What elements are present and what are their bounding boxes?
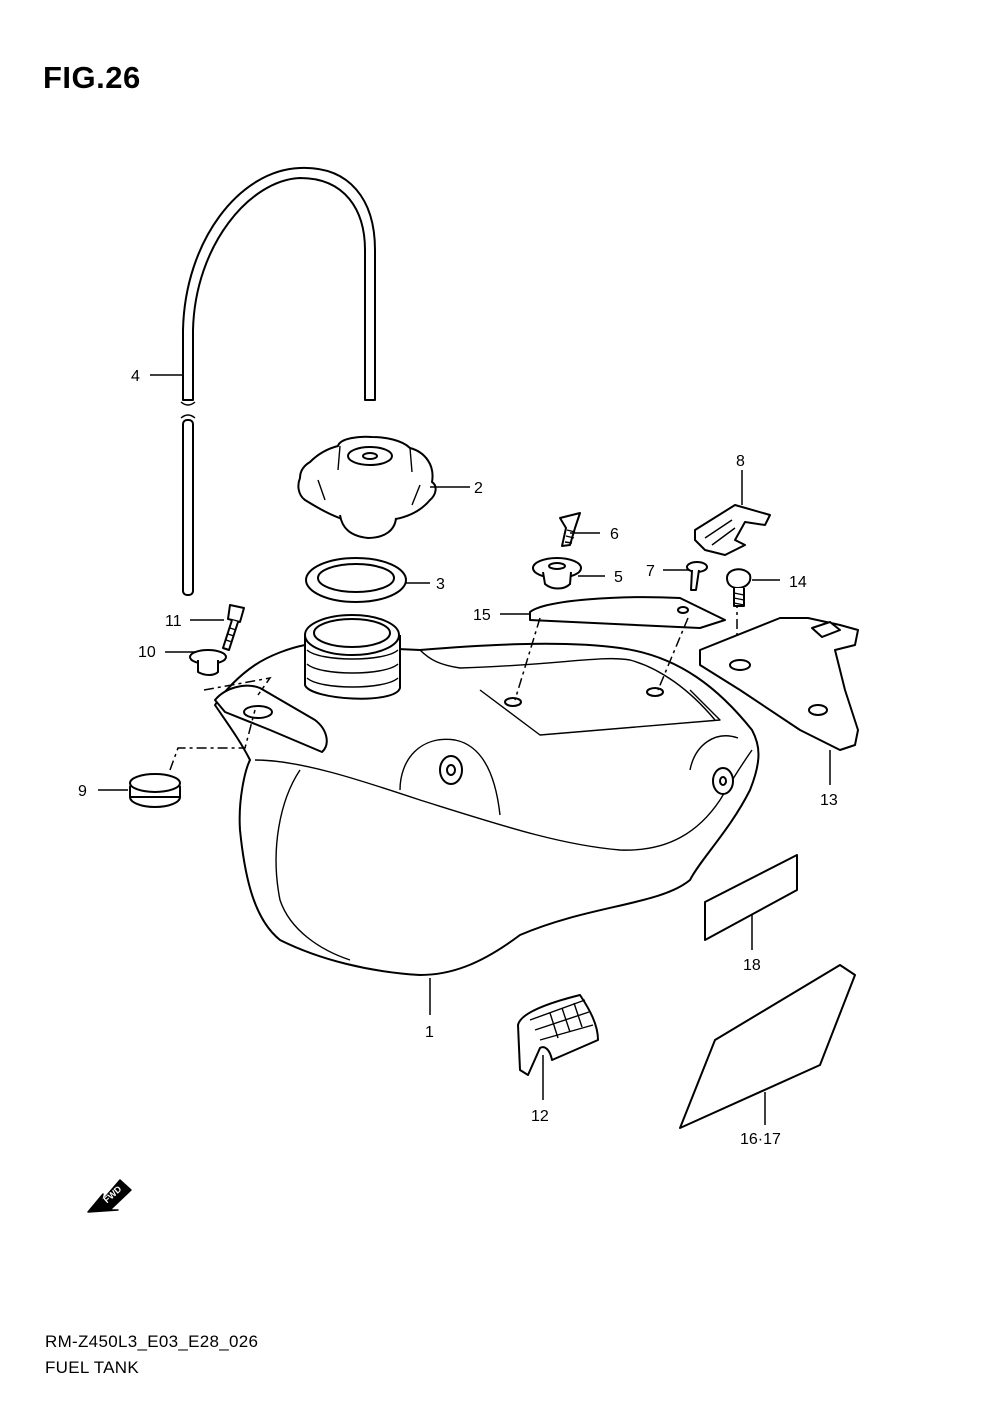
callout-16-17: 16·17 (740, 1131, 781, 1148)
callout-11: 11 (165, 613, 182, 630)
callout-6: 6 (610, 526, 619, 543)
callout-4: 4 (131, 368, 140, 385)
callout-8: 8 (736, 453, 745, 470)
callout-2: 2 (474, 480, 483, 497)
cushion-part-5 (532, 557, 582, 590)
callout-14: 14 (789, 574, 807, 591)
callout-18: 18 (743, 957, 761, 974)
callout-5: 5 (614, 569, 623, 586)
label-part-16-17 (679, 964, 856, 1129)
label-part-18 (704, 854, 798, 941)
clip-part-8 (694, 504, 771, 556)
bracket-part-13 (699, 617, 859, 751)
callout-1: 1 (425, 1024, 434, 1041)
breather-hose-part-4 (180, 166, 376, 596)
callout-10: 10 (138, 644, 156, 661)
callout-13: 13 (820, 792, 838, 809)
protector-part-12 (517, 994, 599, 1076)
callout-3: 3 (436, 576, 445, 593)
bolt-part-7 (686, 561, 708, 591)
callout-7: 7 (646, 563, 655, 580)
fuel-cap-part-2 (297, 435, 437, 539)
washer-part-10 (189, 649, 227, 676)
gasket-part-3 (305, 557, 407, 603)
diagram-name: FUEL TANK (45, 1358, 140, 1377)
plate-part-15 (529, 596, 726, 629)
screw-part-6 (559, 512, 581, 547)
callout-15: 15 (473, 607, 491, 624)
forward-arrow-icon: FWD (87, 1179, 132, 1213)
bolt-part-11 (222, 604, 245, 651)
callout-9: 9 (78, 783, 87, 800)
fuel-tank-part-1 (214, 614, 760, 976)
diagram-code: RM-Z450L3_E03_E28_026 (45, 1332, 259, 1351)
leader-lines (98, 374, 831, 1125)
grommet-part-9 (129, 773, 181, 808)
bolt-part-14 (726, 568, 752, 607)
figure-title: FIG.26 (43, 60, 141, 95)
callout-12: 12 (531, 1108, 549, 1125)
